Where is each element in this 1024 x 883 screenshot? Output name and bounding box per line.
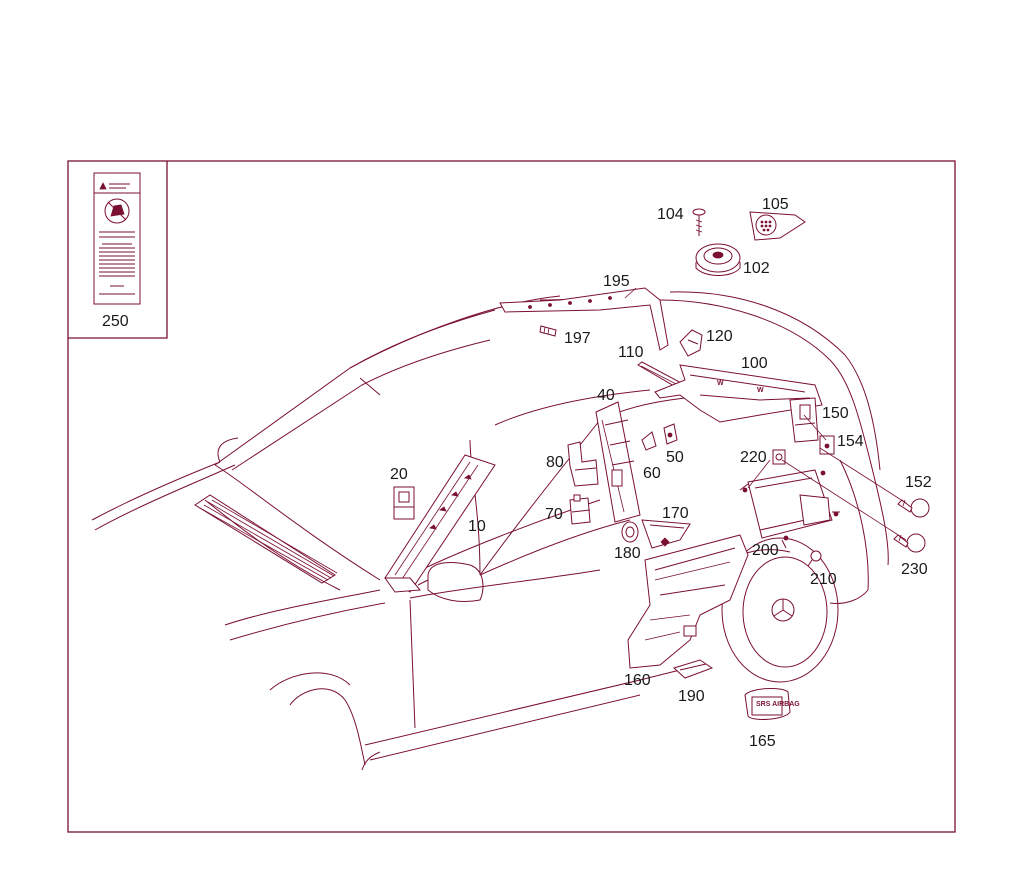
- bracket-150: [789, 397, 819, 443]
- warning-triangle-icon: [99, 182, 107, 190]
- svg-text:W: W: [717, 380, 724, 387]
- label-180: 180: [614, 545, 641, 562]
- bracket-20: [393, 486, 415, 520]
- bolt-152: [897, 498, 930, 518]
- rear-trim-100: W W: [654, 364, 823, 423]
- label-150: 150: [822, 405, 849, 422]
- speaker-grille-105: [749, 211, 806, 241]
- label-230: 230: [901, 561, 928, 578]
- clip-60: [641, 431, 657, 451]
- warning-label-inset: [68, 161, 168, 339]
- clip-190: [673, 659, 714, 679]
- clip-154: [819, 435, 835, 455]
- svg-text:W: W: [757, 387, 764, 394]
- clip-70: [569, 494, 591, 525]
- roof-trim-strip-195: [499, 287, 669, 351]
- control-unit-200: [739, 469, 840, 549]
- part-number-labels: 250 104 105 102 195 197 120 110 100 40 1…: [102, 196, 932, 750]
- label-195: 195: [603, 273, 630, 290]
- leader-lines: [747, 414, 907, 541]
- b-pillar-trim-40: [595, 401, 641, 523]
- label-60: 60: [643, 465, 661, 482]
- rear-side-trim-160: [627, 534, 749, 669]
- nut-220: [772, 449, 786, 465]
- srs-airbag-badge-165: SRS AIRBAG: [744, 687, 800, 720]
- clip-50: [663, 423, 678, 445]
- clip-120: [679, 329, 703, 357]
- label-40: 40: [597, 387, 615, 404]
- label-80: 80: [546, 454, 564, 471]
- label-120: 120: [706, 328, 733, 345]
- label-197: 197: [564, 330, 591, 347]
- label-165: 165: [749, 733, 776, 750]
- screw-104: [692, 208, 706, 236]
- label-20: 20: [390, 466, 408, 483]
- label-100: 100: [741, 355, 768, 372]
- screw-210: [807, 550, 822, 567]
- label-70: 70: [545, 506, 563, 523]
- bolt-197: [539, 325, 557, 337]
- label-105: 105: [762, 196, 789, 213]
- speaker-102: [695, 243, 741, 276]
- label-250: 250: [102, 313, 129, 330]
- label-104: 104: [657, 206, 684, 223]
- label-10: 10: [468, 518, 486, 535]
- cover-170: [641, 519, 691, 549]
- warning-text-lines: [99, 231, 135, 295]
- label-190: 190: [678, 688, 705, 705]
- label-160: 160: [624, 672, 651, 689]
- diagram-frame: [67, 160, 956, 833]
- plug-180: [621, 521, 639, 543]
- label-170: 170: [662, 505, 689, 522]
- label-220: 220: [740, 449, 767, 466]
- rear-wheel: [721, 537, 839, 683]
- bracket-80: [567, 441, 599, 487]
- label-102: 102: [743, 260, 770, 277]
- label-110: 110: [618, 344, 644, 361]
- label-50: 50: [666, 449, 684, 466]
- label-154: 154: [837, 433, 864, 450]
- srs-badge-text: SRS AIRBAG: [756, 701, 800, 708]
- label-152: 152: [905, 474, 932, 491]
- label-200: 200: [752, 542, 779, 559]
- bolt-230: [893, 533, 926, 553]
- label-210: 210: [810, 571, 837, 588]
- a-pillar-trim: [384, 454, 496, 593]
